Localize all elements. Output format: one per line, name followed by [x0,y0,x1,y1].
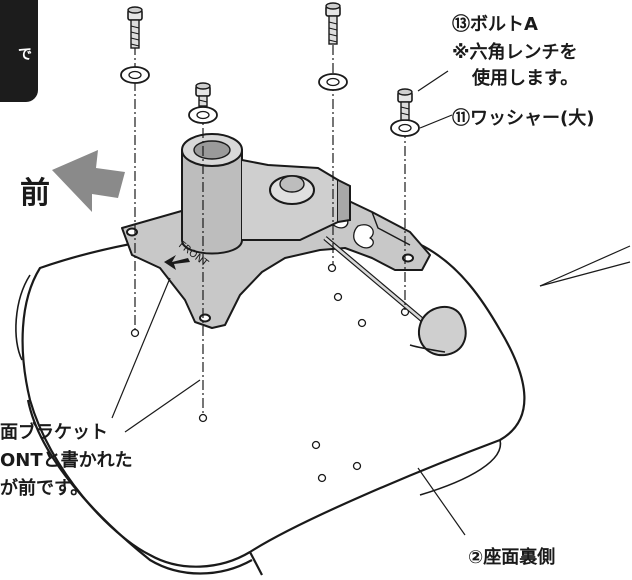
washer-large-label: ⑪ワッシャー(大) [452,108,595,129]
front-direction-arrow [52,150,125,212]
bolt-stack-4 [390,88,420,310]
hex-wrench-note-line2: 使用します。 [472,68,579,89]
cylinder-mount [181,133,351,255]
chapter-tab: で [0,0,38,102]
front-arrow [164,255,190,270]
seat-holes [130,263,410,483]
bracket-note-line2: ONTと書かれた [0,450,133,471]
front-label: 前 [20,176,50,211]
seat-underside-label: ②座面裏側 [468,547,556,568]
bolt-stacks [120,2,420,415]
tilt-lever [323,236,467,357]
bracket-note-line1: 面ブラケット [0,422,108,443]
chapter-tab-text: で [18,47,32,63]
seat-underside [15,223,526,576]
hex-wrench-note-line1: ※六角レンチを [452,42,578,63]
bracket-note-line3: が前です。 [0,478,89,499]
bolt-stack-3 [318,2,348,265]
bolt-stack-2 [188,82,218,415]
bolt-stack-1 [120,6,150,330]
bolt-a-label: ⑬ボルトA [452,14,538,35]
leader-lines [111,70,631,536]
